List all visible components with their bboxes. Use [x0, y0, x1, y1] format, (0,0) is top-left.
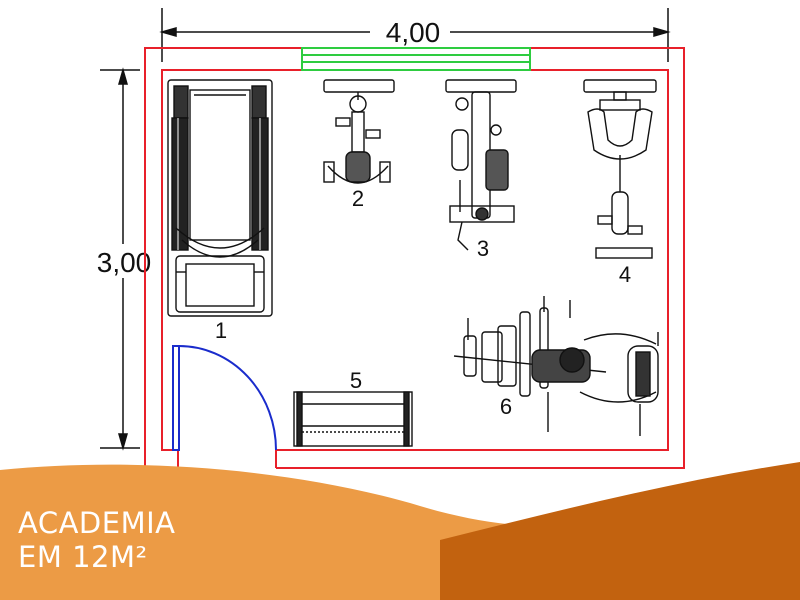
- equipment-number-6: 6: [500, 394, 512, 419]
- caption-line-2: EM 12M²: [18, 540, 148, 574]
- equipment-number-3: 3: [477, 236, 489, 261]
- equipment-number-4: 4: [619, 262, 631, 287]
- weight-machine: [445, 79, 517, 251]
- width-label: 4,00: [386, 17, 441, 48]
- multi-station: [453, 296, 659, 436]
- caption-line-1: ACADEMIA: [18, 506, 176, 540]
- bench: [293, 391, 413, 447]
- door: [172, 345, 277, 451]
- equipment-number-2: 2: [352, 186, 364, 211]
- height-label: 3,00: [97, 247, 152, 278]
- caption: ACADEMIA EM 12M²: [18, 506, 175, 574]
- equipment-number-1: 1: [215, 318, 227, 343]
- elliptical: [583, 79, 657, 259]
- equipment-number-5: 5: [350, 368, 362, 393]
- window: [301, 47, 531, 71]
- treadmill: [167, 79, 273, 317]
- width-label-bg: [370, 16, 450, 46]
- banner-dark: [440, 462, 800, 600]
- exercise-bike: [323, 79, 395, 184]
